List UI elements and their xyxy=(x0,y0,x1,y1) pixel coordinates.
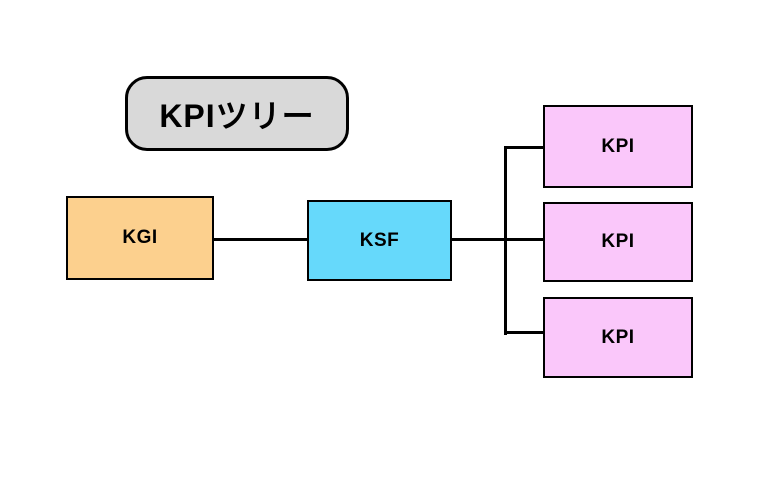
connector-kgi-ksf xyxy=(214,238,307,241)
connector-trunk-vertical xyxy=(504,146,507,335)
node-ksf-label: KSF xyxy=(359,229,400,251)
node-kgi: KGI xyxy=(66,196,214,280)
node-kpi-2: KPI xyxy=(543,202,693,282)
connector-ksf-kpi-2 xyxy=(452,238,543,241)
node-ksf: KSF xyxy=(307,200,452,281)
node-kpi-1: KPI xyxy=(543,105,693,188)
node-kpi-2-label: KPI xyxy=(601,231,635,252)
diagram-title-box: KPIツリー xyxy=(125,76,349,151)
node-kpi-3-label: KPI xyxy=(601,326,635,348)
node-kgi-label: KGI xyxy=(122,227,158,248)
node-kpi-3: KPI xyxy=(543,297,693,378)
diagram-title: KPIツリー xyxy=(159,97,315,134)
connector-branch-kpi-1 xyxy=(504,146,543,149)
connector-branch-kpi-3 xyxy=(504,331,543,334)
node-kpi-1-label: KPI xyxy=(601,135,635,157)
